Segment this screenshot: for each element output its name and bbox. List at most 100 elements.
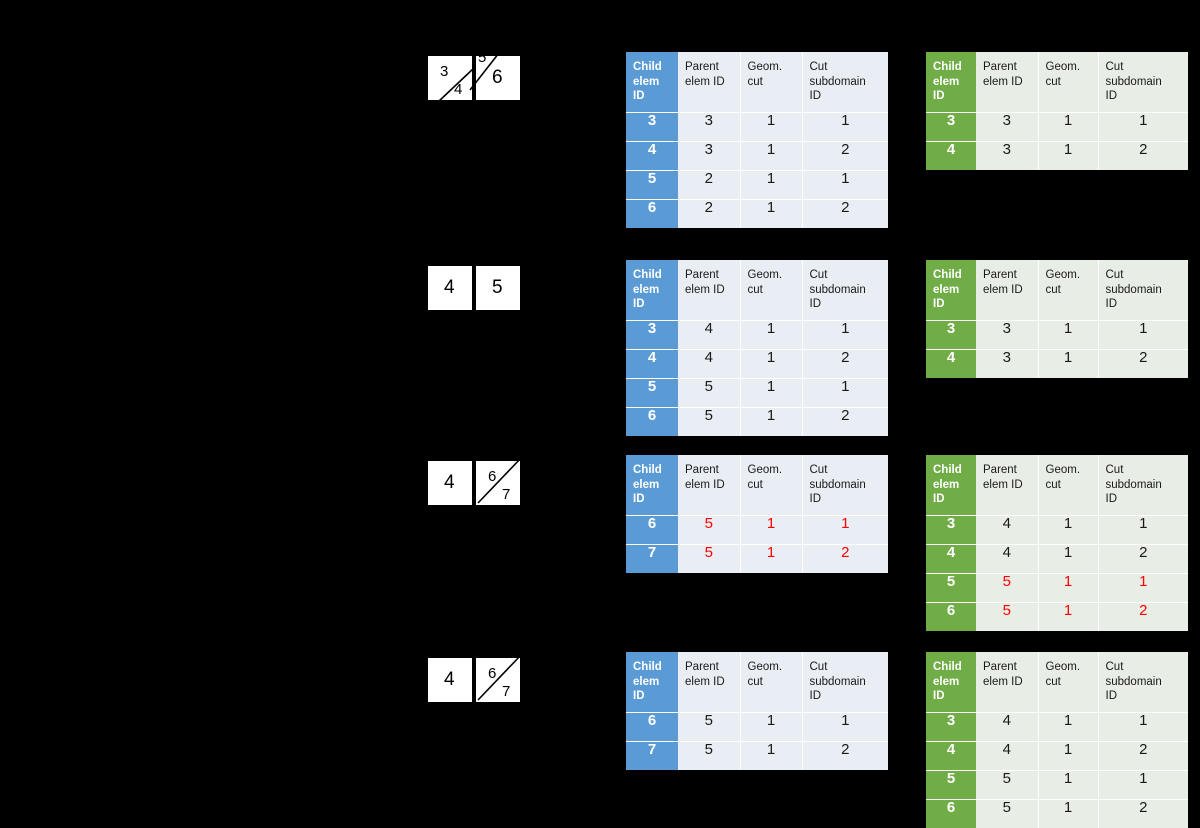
column-header-g: Geom.cut xyxy=(739,455,802,516)
header-line: elem ID xyxy=(983,75,1023,88)
cell-child-elem-id: 3 xyxy=(926,514,976,545)
header-line: subdomain xyxy=(1105,75,1162,88)
header-line: ID xyxy=(933,493,945,506)
header-line: ID xyxy=(1105,690,1118,703)
cell-parent-elem-id: 2 xyxy=(678,198,740,229)
element-id-label: 4 xyxy=(444,472,455,493)
cell-parent-elem-id: 5 xyxy=(678,514,740,545)
header-line: Cut xyxy=(809,661,828,673)
header-line: Parent xyxy=(983,61,1017,73)
cell-parent-elem-id: 4 xyxy=(678,319,740,350)
mesh-element-box: 4 xyxy=(428,461,472,505)
cell-geom-cut: 1 xyxy=(1037,140,1098,171)
cell-cut-subdomain-id: 1 xyxy=(801,377,888,408)
header-line: ID xyxy=(809,690,822,703)
cell-child-elem-id: 6 xyxy=(626,198,678,229)
cell-child-elem-id: 7 xyxy=(626,543,678,574)
header-line: subdomain xyxy=(809,478,866,491)
cell-parent-elem-id: 4 xyxy=(976,514,1038,545)
cell-parent-elem-id: 3 xyxy=(976,348,1038,379)
header-line: Parent xyxy=(685,269,719,281)
header-line: Cut xyxy=(809,464,828,476)
header-line: Cut xyxy=(1105,269,1124,281)
header-line: elem ID xyxy=(685,478,725,491)
element-id-label: 7 xyxy=(502,683,511,700)
header-line: ID xyxy=(633,493,645,506)
cell-parent-elem-id: 4 xyxy=(976,543,1038,574)
header-line: Geom. xyxy=(747,61,783,73)
header-line: Cut xyxy=(809,269,828,281)
header-line: subdomain xyxy=(809,283,866,296)
cell-child-elem-id: 4 xyxy=(626,348,678,379)
column-header-g: Geom.cut xyxy=(1037,455,1098,516)
header-line: Cut xyxy=(809,61,828,73)
header-line: ID xyxy=(633,298,645,311)
cut-line-icon xyxy=(477,653,523,701)
header-line: elem ID xyxy=(685,75,725,88)
cell-parent-elem-id: 3 xyxy=(976,319,1038,350)
header-line: Geom. xyxy=(1045,269,1081,281)
header-line: Parent xyxy=(983,269,1017,281)
header-line: elem ID xyxy=(983,675,1023,688)
cell-parent-elem-id: 5 xyxy=(678,740,740,771)
header-line: ID xyxy=(933,298,945,311)
cell-geom-cut: 1 xyxy=(739,198,802,229)
cell-geom-cut: 1 xyxy=(739,406,802,437)
cell-parent-elem-id: 5 xyxy=(976,798,1038,828)
cell-parent-elem-id: 3 xyxy=(976,140,1038,171)
header-line: Parent xyxy=(685,661,719,673)
cell-cut-subdomain-id: 2 xyxy=(1097,348,1188,379)
header-line: ID xyxy=(933,90,945,103)
cell-child-elem-id: 3 xyxy=(626,319,678,350)
cell-cut-subdomain-id: 1 xyxy=(801,514,888,545)
header-line: Child xyxy=(933,61,962,73)
cell-cut-subdomain-id: 1 xyxy=(1097,769,1188,800)
cell-child-elem-id: 5 xyxy=(926,572,976,603)
header-line: elem xyxy=(933,75,960,88)
header-line: elem ID xyxy=(685,283,725,296)
header-line: subdomain xyxy=(1105,478,1162,491)
header-line: elem ID xyxy=(983,283,1023,296)
cell-geom-cut: 1 xyxy=(739,348,802,379)
element-id-label: 6 xyxy=(488,665,497,682)
cell-geom-cut: 1 xyxy=(1037,601,1098,632)
element-id-label: 6 xyxy=(492,67,503,88)
cell-cut-subdomain-id: 1 xyxy=(1097,111,1188,142)
header-line: ID xyxy=(809,298,822,311)
cell-cut-subdomain-id: 2 xyxy=(801,740,888,771)
header-line: cut xyxy=(747,675,763,688)
cell-cut-subdomain-id: 2 xyxy=(801,198,888,229)
column-header-g: Geom.cut xyxy=(1037,52,1098,113)
